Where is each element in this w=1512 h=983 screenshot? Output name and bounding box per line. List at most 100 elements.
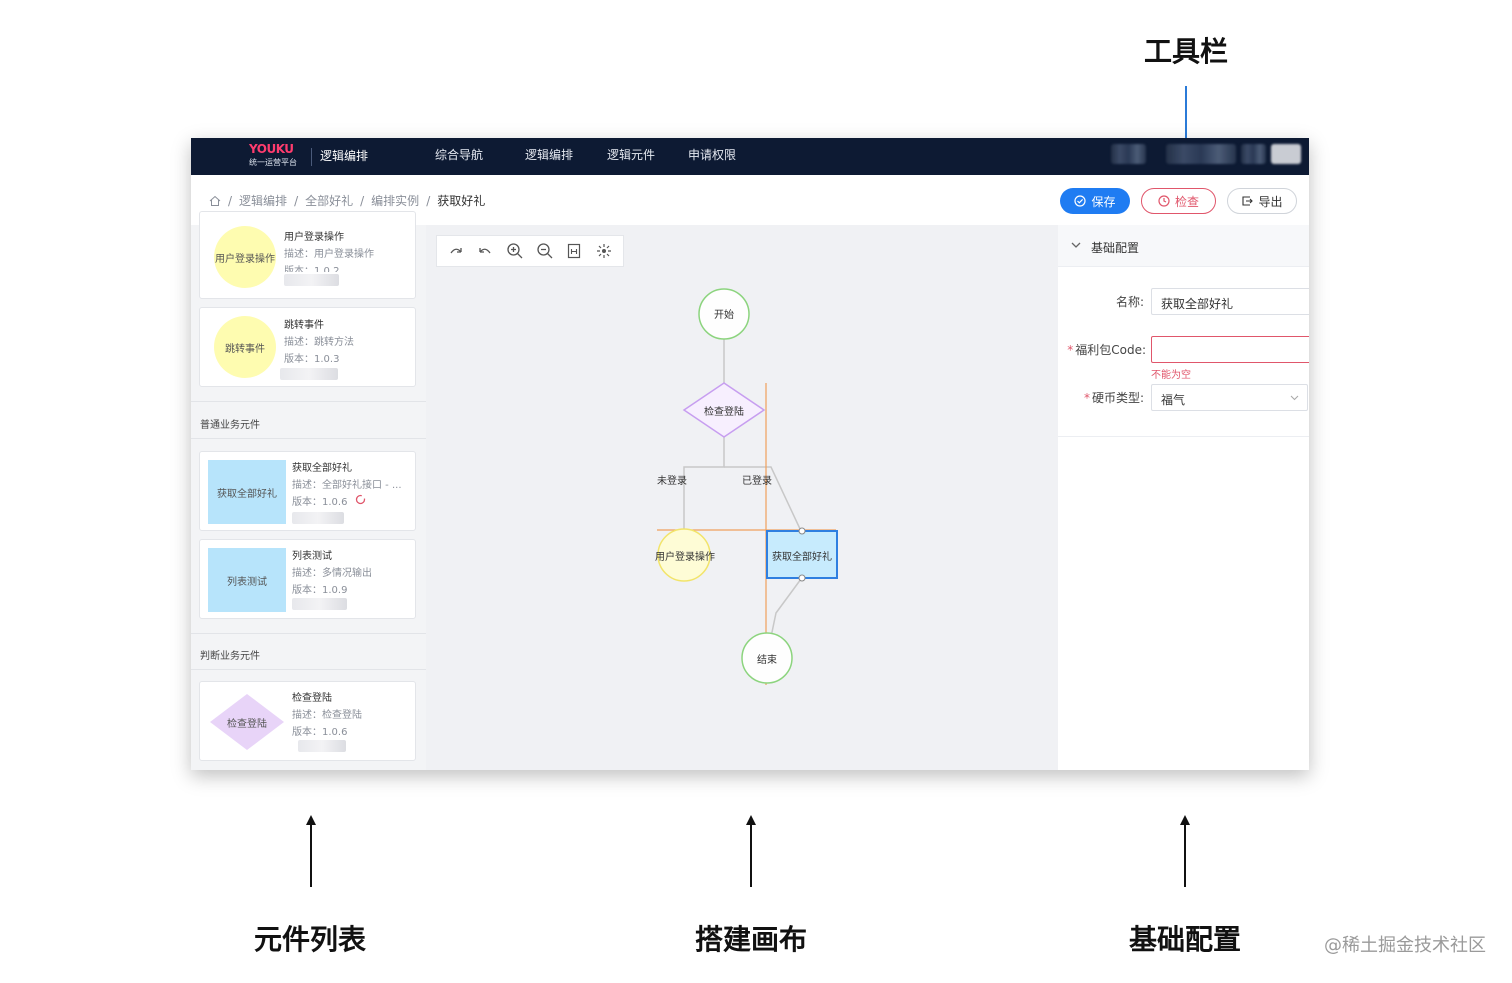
nav-blurred-item[interactable]	[1241, 144, 1266, 164]
edge-label-not-logged-in: 未登录	[657, 476, 687, 487]
card-title: 获取全部好礼	[292, 463, 352, 474]
name-input[interactable]: 获取全部好礼	[1151, 288, 1309, 315]
section-divider	[191, 633, 426, 634]
breadcrumb-item[interactable]: 逻辑编排	[239, 194, 288, 208]
section-divider	[191, 669, 426, 670]
export-button-label: 导出	[1258, 194, 1283, 209]
node-user-login-label: 用户登录操作	[655, 552, 715, 563]
check-circle-icon	[1074, 195, 1087, 207]
app-window: YOUKU 统一运营平台 逻辑编排 综合导航 逻辑编排 逻辑元件 申请权限 / …	[191, 138, 1309, 770]
component-card-jump-event[interactable]: 跳转事件 跳转事件 描述：跳转方法 版本：1.0.3	[199, 307, 416, 387]
card-version: 版本：1.0.3	[284, 354, 340, 365]
card-title: 列表测试	[292, 551, 332, 562]
config-section-header[interactable]: 基础配置	[1058, 225, 1309, 267]
edge-check-to-get-gifts[interactable]	[724, 466, 802, 532]
circle-node-shape: 跳转事件	[214, 316, 276, 378]
nav-item-logic-orchestration[interactable]: 逻辑编排	[525, 148, 574, 162]
breadcrumb-separator: /	[360, 193, 365, 208]
zoom-out-icon[interactable]	[535, 241, 555, 261]
refresh-icon[interactable]	[355, 494, 366, 505]
node-anchor-bottom[interactable]	[798, 574, 806, 582]
home-icon[interactable]	[209, 195, 221, 207]
nav-item-logic-components[interactable]: 逻辑元件	[607, 148, 656, 162]
annotation-arrow-line	[310, 824, 312, 887]
node-start[interactable]	[698, 288, 750, 340]
component-list: 用户登录操作 用户登录操作 描述：用户登录操作 版本：1.0.2 跳转事件 跳转…	[191, 211, 426, 770]
nav-item-overview[interactable]: 综合导航	[435, 148, 484, 162]
save-button[interactable]: 保存	[1060, 188, 1130, 214]
check-button-label: 检查	[1174, 194, 1199, 209]
annotation-arrow-head	[306, 815, 316, 825]
rect-node-shape: 列表测试	[208, 548, 286, 612]
youku-logo[interactable]: YOUKU 统一运营平台	[249, 142, 309, 170]
export-icon	[1242, 196, 1254, 206]
canvas-toolbar	[436, 235, 624, 267]
top-navigation: YOUKU 统一运营平台 逻辑编排 综合导航 逻辑编排 逻辑元件 申请权限	[191, 138, 1309, 175]
nav-blurred-item[interactable]	[1166, 144, 1236, 164]
component-card-check-login[interactable]: 检查登陆 检查登陆 描述：检查登陆 版本：1.0.6	[199, 681, 416, 761]
node-user-login[interactable]	[657, 528, 711, 582]
annotation-canvas: 搭建画布	[695, 923, 808, 956]
check-button[interactable]: 检查	[1141, 188, 1216, 214]
card-blurred-meta	[292, 512, 344, 524]
node-get-all-gifts-label: 获取全部好礼	[772, 552, 832, 563]
basic-config-panel: 基础配置 名称: 获取全部好礼 *福利包Code: 不能为空 *硬币类型: 福气	[1058, 225, 1309, 770]
user-avatar[interactable]	[1271, 144, 1301, 164]
export-button[interactable]: 导出	[1227, 188, 1297, 214]
coin-type-label: *硬币类型:	[1083, 391, 1144, 405]
card-version: 版本：1.0.6	[292, 727, 348, 738]
welfare-code-input[interactable]	[1151, 336, 1309, 363]
undo-icon[interactable]	[475, 241, 495, 261]
redo-icon[interactable]	[446, 241, 466, 261]
breadcrumb-item[interactable]: 编排实例	[371, 194, 420, 208]
node-get-all-gifts[interactable]	[766, 530, 838, 579]
annotation-arrow-line	[1184, 824, 1186, 887]
card-description: 描述：检查登陆	[292, 710, 362, 721]
auto-layout-icon[interactable]	[594, 241, 614, 261]
chevron-down-icon	[1290, 395, 1299, 401]
welfare-code-error: 不能为空	[1151, 370, 1191, 381]
section-judge-components: 判断业务元件	[200, 651, 260, 662]
breadcrumb-item[interactable]: 全部好礼	[305, 194, 354, 208]
diamond-node-label: 检查登陆	[227, 718, 267, 730]
component-card-get-all-gifts[interactable]: 获取全部好礼 获取全部好礼 描述：全部好礼接口 - ... 版本：1.0.6	[199, 451, 416, 531]
config-divider	[1058, 436, 1309, 437]
component-card-list-test[interactable]: 列表测试 列表测试 描述：多情况输出 版本：1.0.9	[199, 539, 416, 619]
section-divider	[191, 438, 426, 439]
nav-blurred-item[interactable]	[1111, 144, 1146, 164]
component-card-user-login[interactable]: 用户登录操作 用户登录操作 描述：用户登录操作 版本：1.0.2	[199, 211, 416, 299]
edge-get-gifts-to-end[interactable]	[770, 578, 802, 638]
card-blurred-meta	[280, 368, 338, 380]
config-section-title: 基础配置	[1091, 241, 1140, 255]
rect-node-shape: 获取全部好礼	[208, 460, 286, 524]
card-description: 描述：多情况输出	[292, 568, 372, 579]
annotation-arrow-line	[750, 824, 752, 887]
node-check-login[interactable]	[682, 382, 766, 438]
card-description: 描述：全部好礼接口 - ...	[292, 480, 402, 491]
fit-page-icon[interactable]	[564, 241, 584, 261]
coin-type-value: 福气	[1161, 393, 1186, 407]
node-end[interactable]	[741, 632, 793, 684]
nav-app-name[interactable]: 逻辑编排	[320, 149, 369, 163]
breadcrumb-current: 获取好礼	[437, 194, 486, 208]
logo-subtitle: 统一运营平台	[249, 158, 297, 167]
edge-check-to-user-login[interactable]	[683, 437, 725, 531]
edge-label-logged-in: 已登录	[742, 476, 772, 487]
watermark: @稀土掘金技术社区	[1324, 935, 1486, 956]
card-description: 描述：用户登录操作	[284, 249, 374, 260]
nav-item-request-permission[interactable]: 申请权限	[688, 148, 737, 162]
save-button-label: 保存	[1091, 194, 1116, 209]
welfare-code-label: *福利包Code:	[1067, 343, 1146, 357]
annotation-arrow-head	[746, 815, 756, 825]
card-title: 检查登陆	[292, 693, 332, 704]
build-canvas[interactable]: 开始 检查登陆 未登录 已登录 用户登录操作 获取全部好礼 结束	[426, 225, 1058, 770]
annotation-toolbar-pointer	[1185, 86, 1187, 186]
chevron-down-icon	[1071, 242, 1081, 248]
card-blurred-meta	[284, 274, 339, 286]
logo-brand-text: YOUKU	[249, 142, 294, 156]
zoom-in-icon[interactable]	[505, 241, 525, 261]
card-blurred-meta	[292, 598, 347, 610]
node-anchor-top[interactable]	[798, 527, 806, 535]
node-check-login-label: 检查登陆	[704, 407, 744, 418]
coin-type-select[interactable]: 福气	[1151, 384, 1308, 411]
